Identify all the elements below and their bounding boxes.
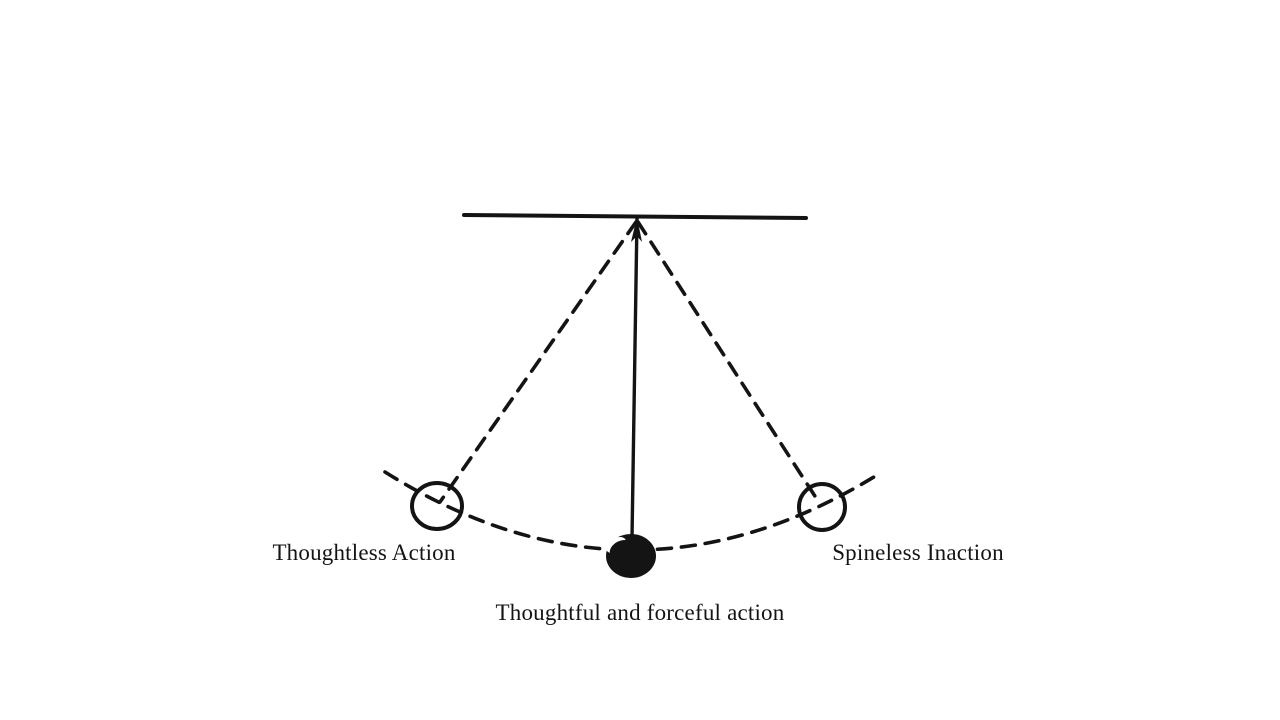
support-bar: [462, 213, 808, 220]
center-bob-icon: [605, 534, 656, 578]
center-rod: [630, 217, 639, 539]
pivot-arrowhead-icon: [631, 217, 642, 242]
label-thoughtless-action: Thoughtless Action: [272, 540, 456, 565]
right-swing-rod: [636, 220, 822, 506]
right-bob-icon: [797, 482, 847, 532]
left-swing-rod: [438, 220, 638, 504]
left-bob-icon: [410, 481, 464, 531]
label-thoughtful-forceful-action: Thoughtful and forceful action: [495, 600, 785, 625]
label-spineless-inaction: Spineless Inaction: [832, 540, 1004, 565]
